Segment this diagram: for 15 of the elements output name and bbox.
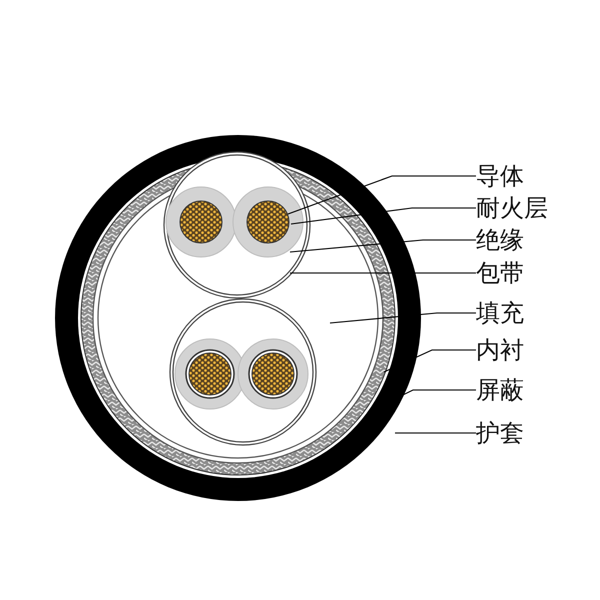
part-label: 导体 xyxy=(476,162,524,190)
part-label: 绝缘 xyxy=(476,226,524,254)
leader-line xyxy=(290,207,476,225)
leader-line xyxy=(395,432,476,434)
part-label: 屏蔽 xyxy=(476,376,524,404)
leader-line xyxy=(290,239,476,253)
part-label: 包带 xyxy=(476,259,524,287)
part-label: 护套 xyxy=(476,419,524,447)
leader-line xyxy=(288,175,476,215)
leader-line xyxy=(290,272,476,274)
part-label: 填充 xyxy=(476,299,524,327)
part-label: 耐火层 xyxy=(476,194,548,222)
part-label: 内衬 xyxy=(476,336,524,364)
leader-line xyxy=(330,312,476,324)
leader-line xyxy=(384,349,476,372)
